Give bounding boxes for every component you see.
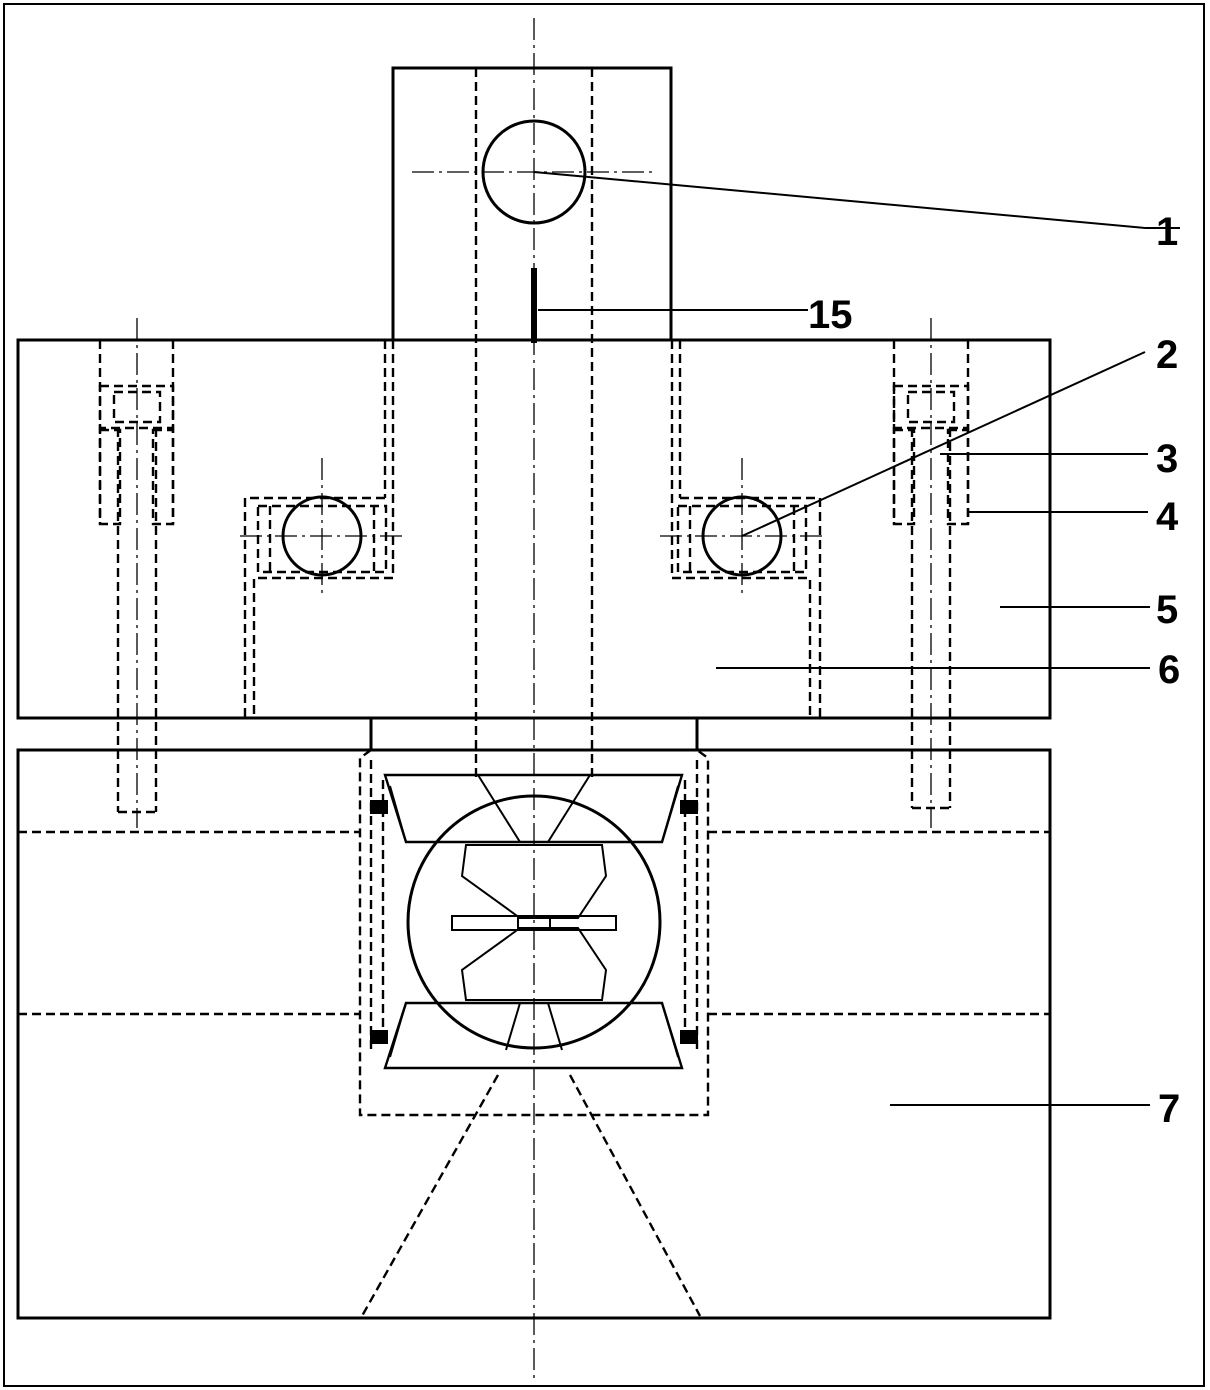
seal-br [680, 1030, 698, 1044]
label-2: 2 [1156, 333, 1178, 377]
left-bolt [98, 340, 175, 814]
label-6: 6 [1158, 648, 1180, 692]
lower-base [16, 718, 1052, 1320]
seal-tr [680, 800, 698, 814]
drawing-frame [3, 3, 1205, 1387]
inner-cartridge [370, 773, 698, 1070]
label-7: 7 [1158, 1087, 1180, 1131]
label-15: 15 [808, 293, 853, 337]
leader-lines [533, 171, 1180, 1106]
top-hole [481, 119, 587, 225]
top-block [391, 66, 673, 780]
central-disc [406, 794, 662, 1050]
right-bolt [892, 340, 970, 810]
right-bearing [676, 495, 808, 577]
label-3: 3 [1156, 437, 1178, 481]
label-4: 4 [1156, 495, 1179, 539]
middle-plate [16, 338, 1052, 720]
label-5: 5 [1156, 588, 1178, 632]
label-1: 1 [1156, 210, 1178, 254]
left-bearing [256, 495, 388, 577]
seal-bl [370, 1030, 388, 1044]
seal-tl [370, 800, 388, 814]
